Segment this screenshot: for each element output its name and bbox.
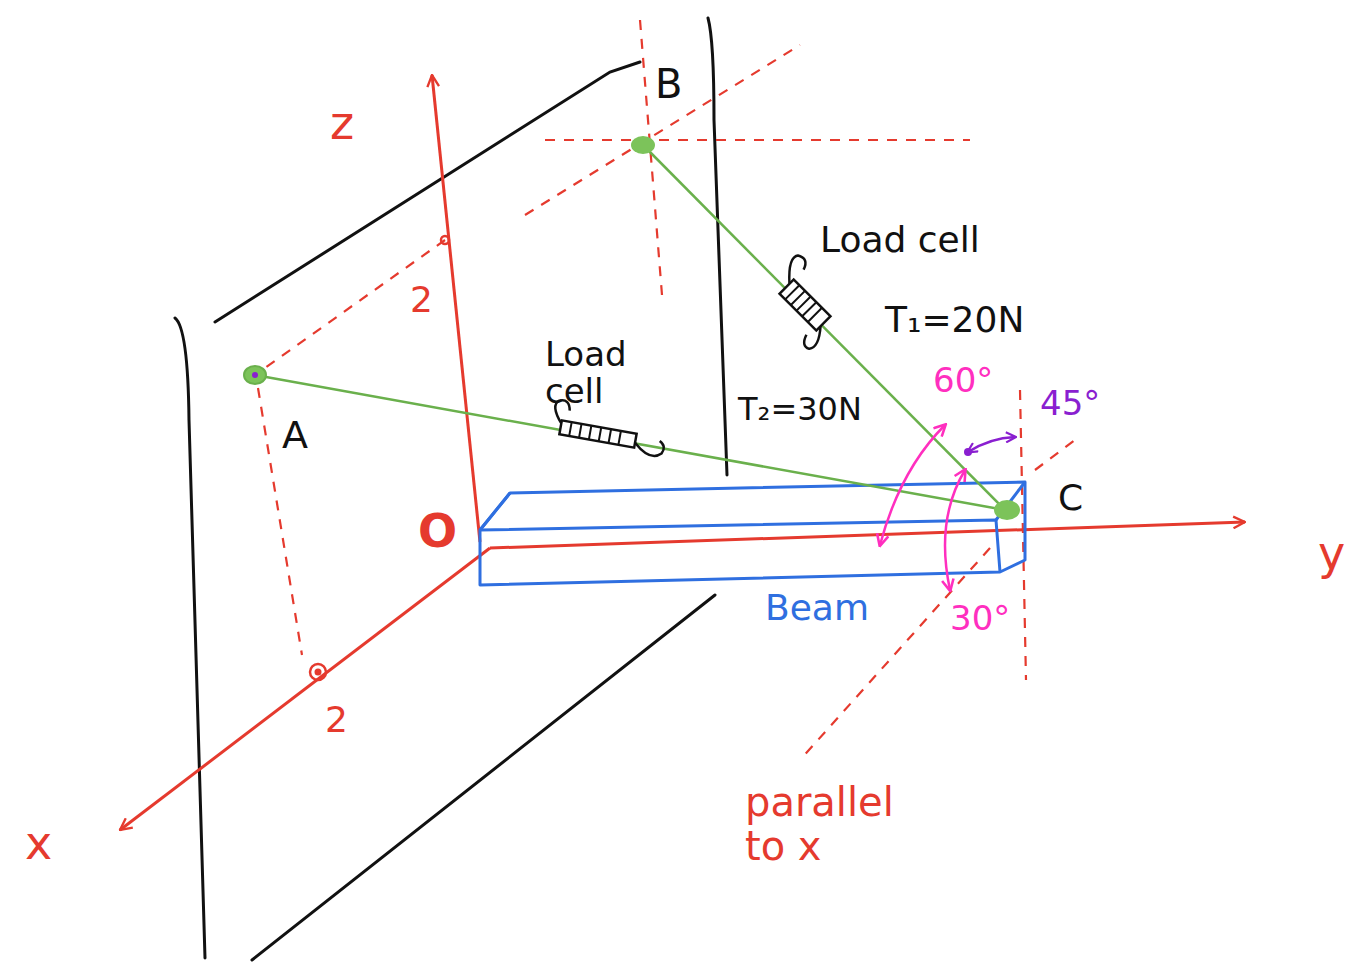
label: Load cell [820, 220, 980, 260]
beam-edge [480, 520, 1000, 572]
x-axis [120, 548, 490, 830]
axes [120, 75, 1245, 830]
dashed-line [525, 45, 800, 215]
construction-lines [258, 20, 1075, 760]
wall-edge [175, 318, 205, 958]
label: Beam [765, 588, 869, 628]
point-b [631, 136, 655, 154]
beam-outline [480, 482, 1025, 585]
wall-edge [252, 595, 715, 960]
label: B [655, 62, 682, 106]
label: x [25, 818, 52, 869]
label: T₁=20N [885, 300, 1024, 340]
point-a [244, 366, 266, 384]
label: C [1058, 478, 1083, 518]
tick-mark [441, 236, 449, 244]
wall-edge [215, 62, 640, 322]
wall-edge [708, 18, 727, 475]
y-axis [490, 522, 1245, 548]
label: O [418, 506, 457, 557]
label: z [330, 98, 354, 149]
label: Load cell [545, 336, 695, 411]
label: A [282, 415, 308, 457]
label: 45° [1040, 385, 1100, 422]
tick-mark [310, 664, 326, 680]
dashed-line [1035, 440, 1075, 470]
label: y [1318, 528, 1345, 579]
label: 60° [933, 362, 993, 399]
tick-mark [315, 669, 322, 676]
dashed-line [800, 548, 990, 760]
label: T₂=30N [738, 392, 862, 427]
angle-arc [945, 470, 965, 590]
point-c [994, 500, 1020, 520]
beam-edge [480, 493, 510, 530]
point-a [252, 372, 258, 378]
angle-arcs [880, 425, 1015, 590]
z-axis [432, 75, 480, 542]
label: 30° [950, 600, 1010, 637]
angle-arc [880, 425, 945, 545]
load-cell-symbol [755, 253, 853, 351]
label: parallel to x [745, 780, 945, 868]
angle-arc [968, 437, 1015, 452]
dashed-line [545, 139, 970, 141]
label: 2 [325, 700, 348, 740]
label: 2 [410, 280, 433, 320]
angle-vertex [964, 448, 972, 456]
beam [480, 482, 1025, 585]
dashed-line [262, 240, 445, 370]
